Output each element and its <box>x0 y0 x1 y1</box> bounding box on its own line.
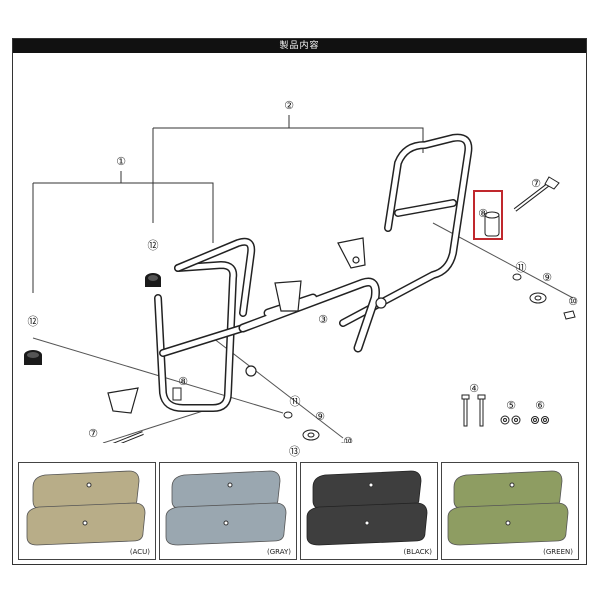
right-guard-frame <box>339 133 473 327</box>
exploded-parts-diagram: ② ① ⑫ ⑫ ⑦ ⑧ ③ ⑪ ⑨ ⑩ ⑧ ⑪ ⑨ ⑩ ⑦ ④ ⑤ ⑥ <box>24 99 578 443</box>
mount-plate-left <box>107 387 139 414</box>
label-part-9-right: ⑨ <box>542 271 552 284</box>
label-part-7-left: ⑦ <box>88 427 98 440</box>
leader-lines-part-2 <box>152 115 424 223</box>
variant-label-black: (BLACK) <box>403 548 432 556</box>
spring-washer-left <box>283 411 293 419</box>
label-part-10-right: ⑩ <box>568 295 578 308</box>
label-part-2: ② <box>284 99 294 112</box>
variant-label-gray: (GRAY) <box>267 548 291 556</box>
label-part-5: ⑤ <box>506 399 516 412</box>
variant-panel-black: (BLACK) <box>300 462 438 560</box>
variant-label-acu: (ACU) <box>129 548 150 556</box>
spring-washer-right <box>512 273 522 281</box>
hardware-bolts-part-4 <box>461 394 486 427</box>
washer-right <box>529 292 547 304</box>
collar-right <box>484 211 500 237</box>
hardware-nuts-part-5 <box>500 415 521 425</box>
section-title: 製品内容 <box>13 39 586 53</box>
tube-end-center <box>245 365 257 377</box>
label-part-11-left: ⑪ <box>290 395 301 408</box>
highlight-box <box>473 190 503 240</box>
label-part-6: ⑥ <box>535 399 545 412</box>
mount-plate-right <box>337 237 366 269</box>
label-part-10-left: ⑩ <box>343 435 353 443</box>
label-part-1: ① <box>116 155 126 168</box>
rubber-cap-upper <box>145 273 161 287</box>
tube-end-right <box>375 297 387 309</box>
hardware-washers-part-6 <box>531 416 549 424</box>
label-part-8-left: ⑧ <box>178 375 188 388</box>
bolt-left <box>112 431 144 443</box>
label-part-13: ⑬ <box>289 445 300 458</box>
label-part-12-upper: ⑫ <box>148 239 159 252</box>
variant-panel-gray: (GRAY) <box>159 462 297 560</box>
label-part-12-lower: ⑫ <box>28 315 39 328</box>
label-part-9-left: ⑨ <box>315 410 325 423</box>
variant-label-green: (GREEN) <box>543 548 573 556</box>
washer-left <box>302 429 320 441</box>
nut-right <box>563 310 576 320</box>
mount-plate-center <box>274 280 302 312</box>
axis-line-center <box>212 337 344 439</box>
label-part-3: ③ <box>318 313 328 326</box>
label-part-8-right: ⑧ <box>478 207 488 220</box>
variant-panel-green: (GREEN) <box>441 462 579 560</box>
bolt-right <box>513 176 560 212</box>
label-part-11-right: ⑪ <box>516 261 527 274</box>
axis-line-left <box>32 337 284 414</box>
product-contents-frame: 製品内容 <box>12 38 587 565</box>
collar-left <box>172 387 182 401</box>
label-part-7-right: ⑦ <box>531 177 541 190</box>
leader-lines-part-1 <box>32 171 214 293</box>
variant-panel-acu: (ACU) <box>18 462 156 560</box>
label-part-4: ④ <box>469 382 479 395</box>
rubber-cap-lower <box>24 350 42 365</box>
